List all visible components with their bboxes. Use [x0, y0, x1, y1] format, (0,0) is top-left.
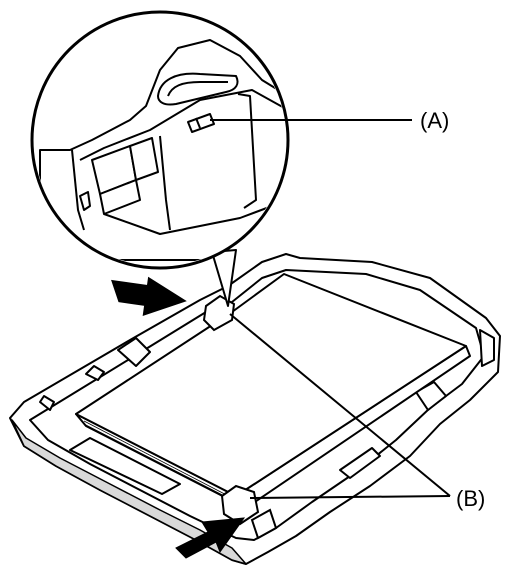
tray-left-tab: [117, 337, 151, 367]
tray-front-lip: [11, 419, 247, 565]
detail-marker-tick: [195, 117, 201, 129]
arrow-up-right-filled-icon: [175, 517, 246, 559]
front-guide-lever: [250, 508, 278, 540]
detail-tab-side: [129, 137, 159, 181]
tray-left-notch-2: [85, 365, 105, 381]
detail-marker: [187, 113, 215, 133]
detail-column-right: [237, 93, 257, 209]
paper-stack: [75, 273, 471, 509]
tray-right-slot: [339, 447, 381, 479]
tray-left-notch: [39, 395, 55, 411]
paper-top-sheet: [75, 273, 467, 497]
side-guide-rear: [202, 294, 236, 332]
leader-line-b-lower: [249, 495, 451, 499]
callout-label-b: (B): [456, 486, 485, 511]
leader-lines: [210, 119, 451, 499]
detail-ledge: [79, 89, 286, 161]
detail-groove: [71, 149, 85, 231]
detail-small-hook: [79, 191, 91, 211]
tray-left-wall-slot: [69, 437, 181, 495]
detail-column-mid: [159, 135, 171, 231]
arrow-left-filled-icon: [111, 276, 187, 316]
paper-guides: [202, 294, 278, 540]
detail-tab-front: [99, 179, 141, 215]
detail-lever-inner: [167, 81, 228, 97]
side-guide-front: [220, 484, 260, 526]
callout-label-a: (A): [420, 108, 449, 133]
leader-line-b-upper: [229, 313, 451, 497]
magnified-detail: [30, 10, 290, 307]
detail-lower-line: [103, 199, 286, 235]
tray-right-rail: [479, 329, 495, 367]
